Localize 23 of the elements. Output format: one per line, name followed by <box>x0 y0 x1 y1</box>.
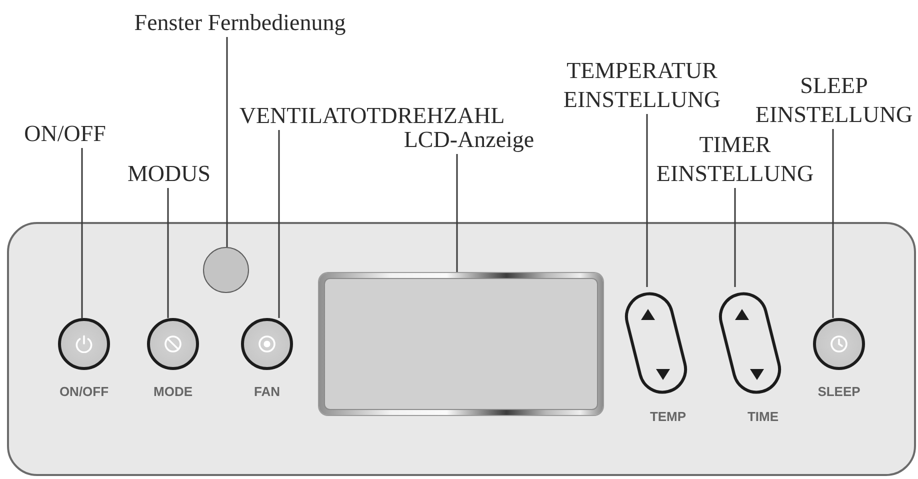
lcd-display <box>319 273 603 415</box>
leader-line <box>81 148 83 318</box>
button-label: TEMP <box>650 409 686 424</box>
callout-label: Fenster Fernbedienung <box>134 8 346 37</box>
callout-label: ON/OFF <box>24 119 106 148</box>
callout-label: SLEEP EINSTELLUNG <box>744 71 918 129</box>
callout-label: TEMPERATUR EINSTELLUNG <box>552 56 732 114</box>
control-panel <box>7 222 916 476</box>
leader-line <box>226 37 228 247</box>
leader-line <box>278 130 280 318</box>
button-label: SLEEP <box>818 384 860 399</box>
button-label: FAN <box>254 384 280 399</box>
button-label: MODE <box>154 384 192 399</box>
sensor-window <box>203 247 249 293</box>
callout-label: TIMER EINSTELLUNG <box>645 130 825 188</box>
button-label: TIME <box>747 409 779 424</box>
callout-label: MODUS <box>127 159 211 188</box>
leader-line <box>832 129 834 318</box>
leader-line <box>734 188 736 287</box>
leader-line <box>646 114 648 287</box>
leader-line <box>167 188 169 318</box>
leader-line <box>456 154 458 273</box>
button-label: ON/OFF <box>59 384 109 399</box>
